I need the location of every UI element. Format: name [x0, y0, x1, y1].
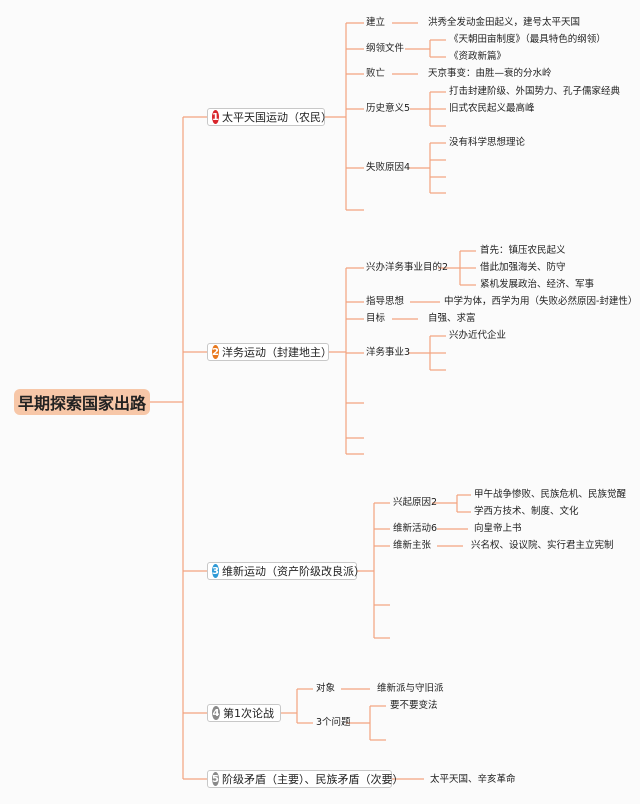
node-xingqi-2[interactable]: 学西方技术、制度、文化	[474, 506, 579, 517]
node-shiye-1[interactable]: 兴办近代企业	[449, 330, 507, 341]
node-yiyi-2[interactable]: 旧式农民起义最高峰	[449, 103, 535, 114]
node-mudi[interactable]: 兴办洋务事业目的2	[366, 262, 449, 273]
branch-label: 阶级矛盾（主要）、民族矛盾（次要）	[221, 773, 404, 786]
number-badge-5: 5	[212, 772, 219, 786]
number-badge-4: 4	[212, 706, 220, 720]
branch-debate[interactable]: 4 第1次论战	[207, 704, 281, 722]
node-gangling[interactable]: 纲领文件	[366, 43, 405, 54]
node-xingqi[interactable]: 兴起原因2	[393, 497, 438, 508]
node-shibai[interactable]: 失败原因4	[366, 162, 411, 173]
node-sixiang-detail[interactable]: 中学为体，西学为用（失败必然原因-封建性）	[444, 296, 638, 307]
node-duixiang[interactable]: 对象	[316, 683, 336, 694]
node-mubiao[interactable]: 目标	[366, 313, 386, 324]
node-jianli-detail[interactable]: 洪秀全发动金田起义，建号太平天国	[428, 17, 581, 28]
branch-label: 太平天国运动（农民）	[221, 111, 332, 124]
node-gangling-1[interactable]: 《天朝田亩制度》（最具特色的纲领）	[449, 34, 606, 45]
root-topic[interactable]: 早期探索国家出路	[14, 389, 150, 415]
node-geming[interactable]: 太平天国、辛亥革命	[430, 774, 516, 785]
branch-label: 第1次论战	[223, 707, 274, 720]
node-wenti-1[interactable]: 要不要变法	[390, 700, 438, 711]
node-huodong-detail[interactable]: 向皇帝上书	[474, 523, 522, 534]
node-sixiang[interactable]: 指导思想	[366, 296, 405, 307]
node-duixiang-detail[interactable]: 维新派与守旧派	[377, 683, 444, 694]
branch-yangwu[interactable]: 2 洋务运动（封建地主）	[207, 343, 332, 361]
node-zhuzhang[interactable]: 维新主张	[393, 540, 432, 551]
branch-taiping[interactable]: 1 太平天国运动（农民）	[207, 108, 332, 126]
node-mubiao-detail[interactable]: 自强、求富	[428, 313, 476, 324]
node-shiye[interactable]: 洋务事业3	[366, 347, 411, 358]
node-wenti[interactable]: 3个问题	[316, 717, 351, 728]
node-xingqi-1[interactable]: 甲午战争惨败、民族危机、民族觉醒	[474, 489, 627, 500]
node-yiyi-1[interactable]: 打击封建阶级、外国势力、孔子儒家经典	[449, 86, 621, 97]
node-yiyi[interactable]: 历史意义5	[366, 103, 411, 114]
number-badge-2: 2	[212, 345, 219, 359]
node-jianli[interactable]: 建立	[366, 17, 386, 28]
branch-contradiction[interactable]: 5 阶级矛盾（主要）、民族矛盾（次要）	[207, 770, 403, 788]
branch-label: 洋务运动（封建地主）	[221, 346, 332, 359]
node-huodong[interactable]: 维新活动6	[393, 523, 438, 534]
node-zhuzhang-detail[interactable]: 兴名权、设议院、实行君主立宪制	[471, 540, 614, 551]
branch-weixin[interactable]: 3 维新运动（资产阶级改良派）	[207, 562, 365, 580]
node-shibai-1[interactable]: 没有科学思想理论	[449, 137, 526, 148]
branch-label: 维新运动（资产阶级改良派）	[221, 565, 365, 578]
node-baiwang-detail[interactable]: 天京事变：由胜—衰的分水岭	[428, 68, 552, 79]
number-badge-3: 3	[212, 564, 219, 578]
node-mudi-3[interactable]: 紧机发展政治、经济、军事	[480, 279, 595, 290]
node-gangling-2[interactable]: 《资政新篇》	[449, 51, 507, 62]
node-mudi-2[interactable]: 借此加强海关、防守	[480, 262, 566, 273]
number-badge-1: 1	[212, 110, 219, 124]
node-mudi-1[interactable]: 首先：镇压农民起义	[480, 245, 566, 256]
node-baiwang[interactable]: 败亡	[366, 68, 386, 79]
